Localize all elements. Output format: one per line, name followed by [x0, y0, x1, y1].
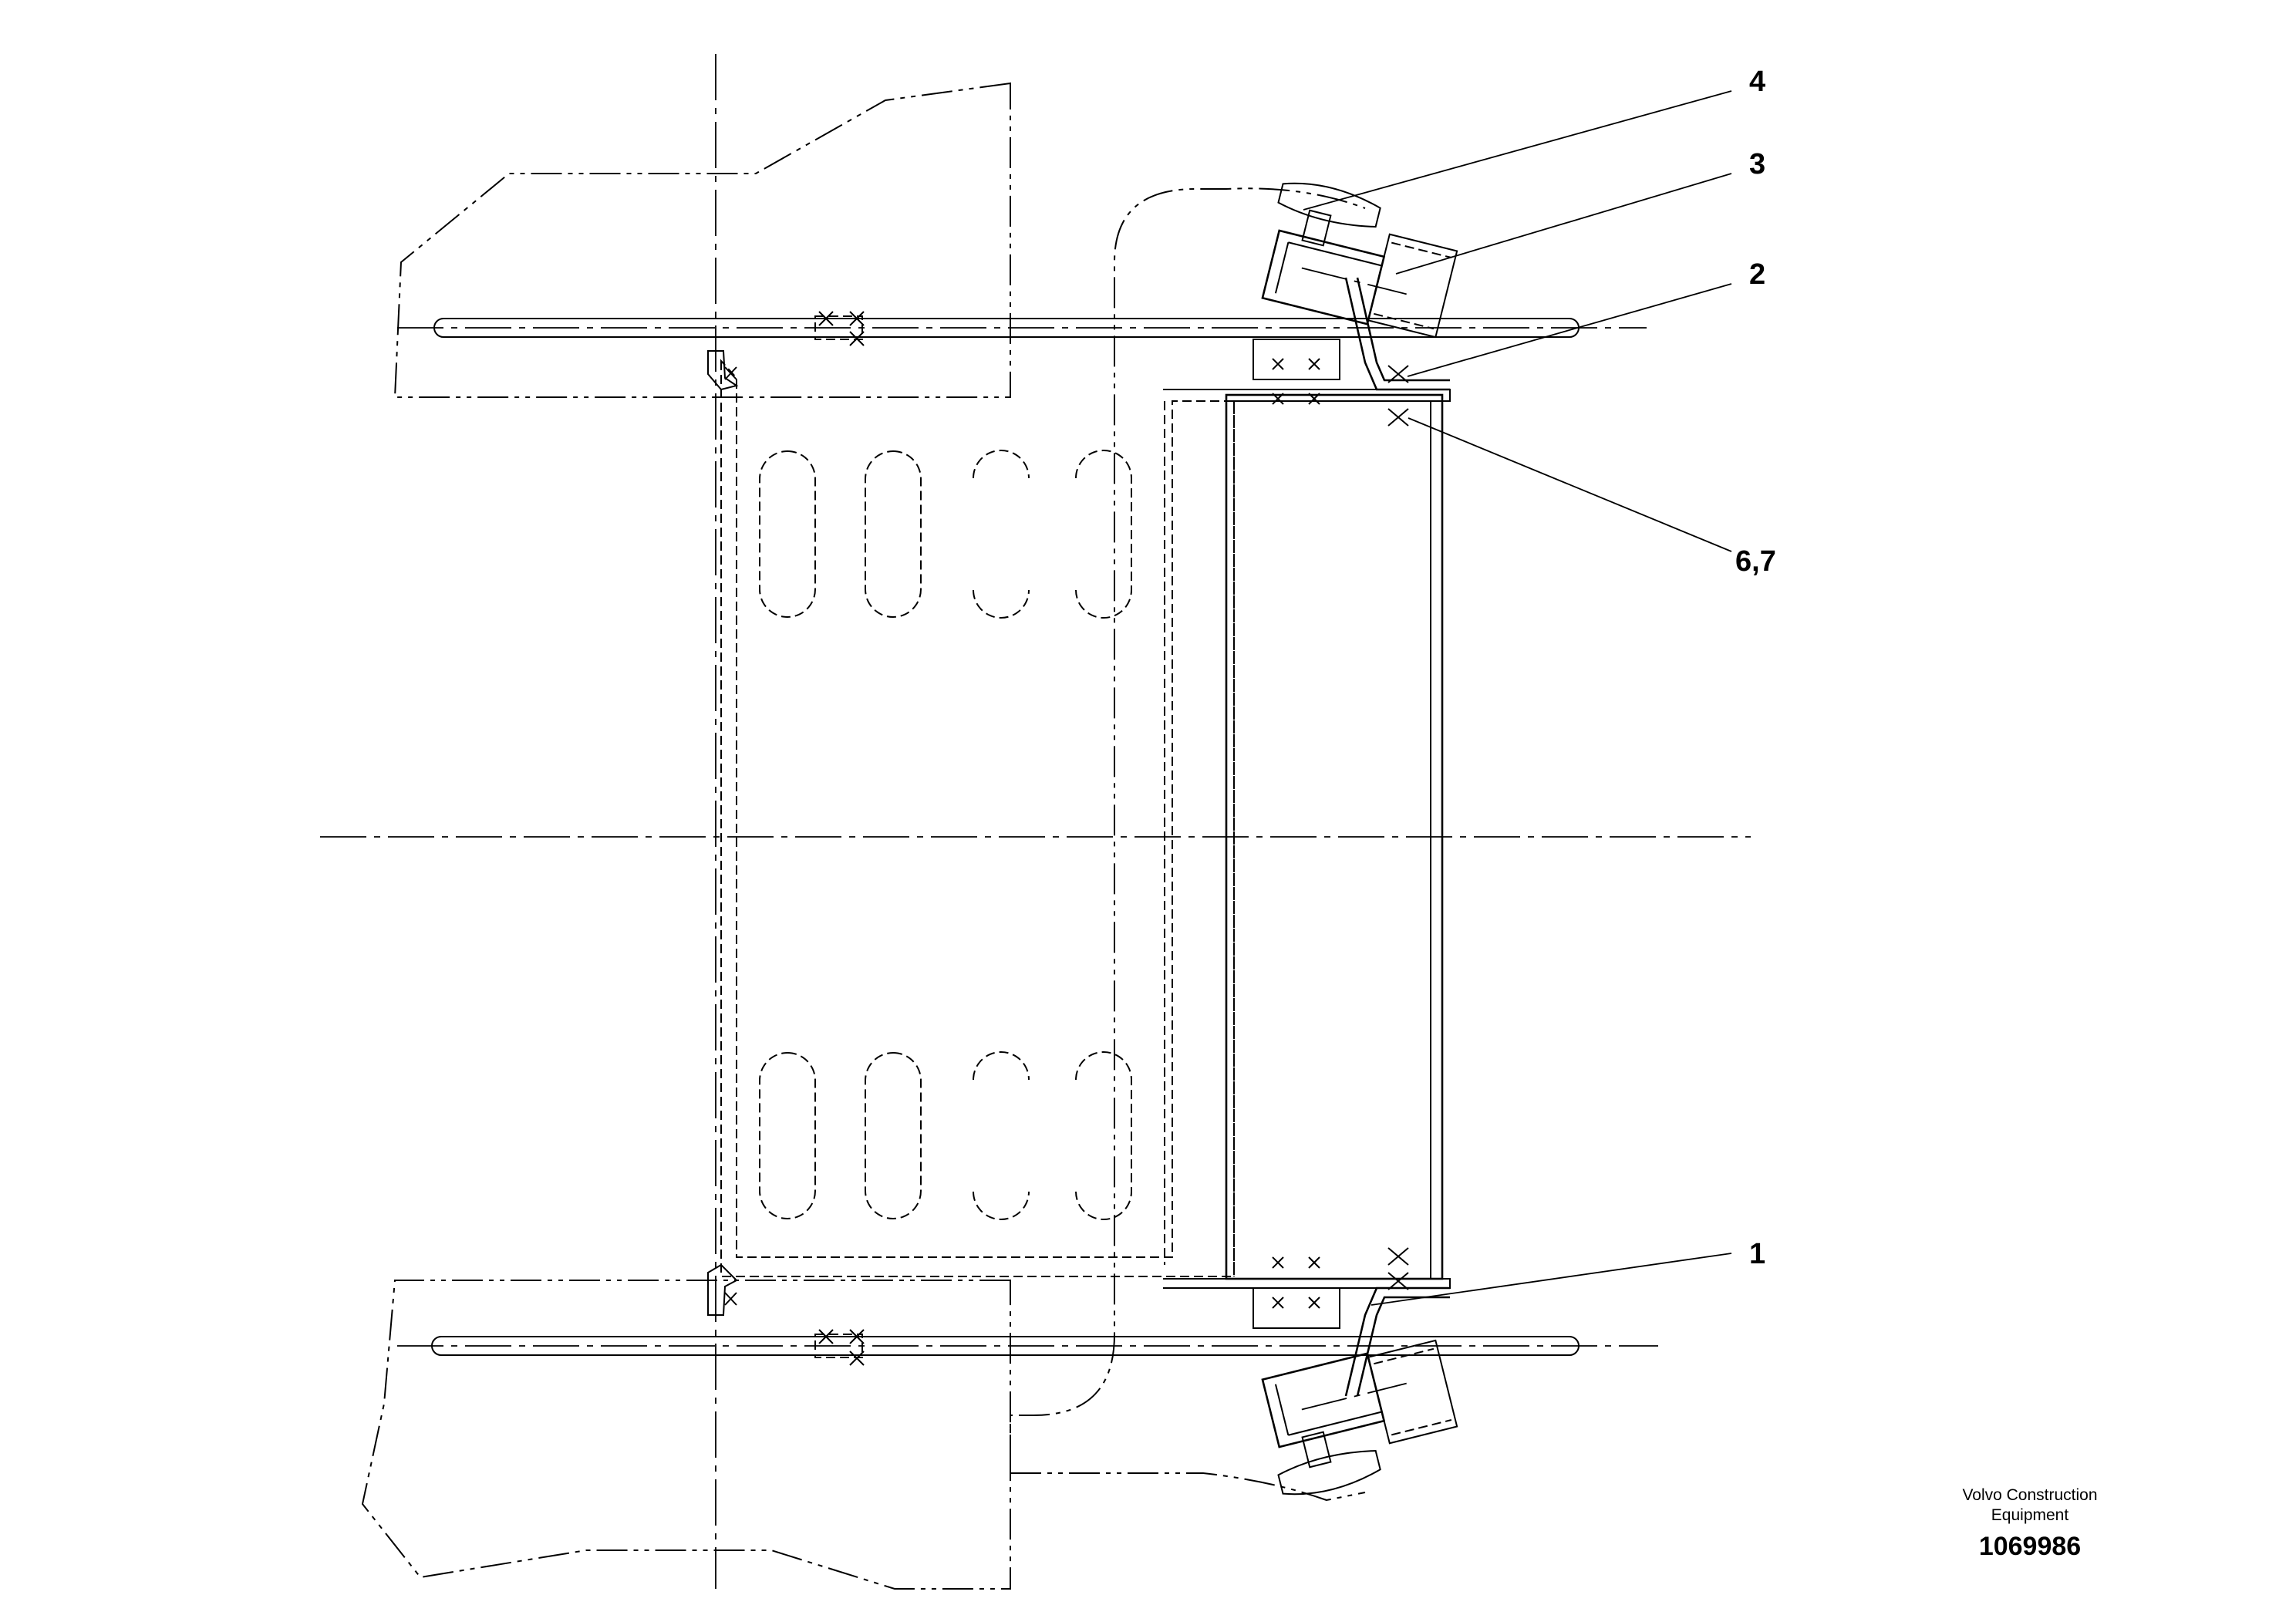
callout-6-7: 6,7	[1735, 545, 1776, 578]
slot-pattern	[759, 450, 1132, 1220]
upper-latch	[1261, 182, 1458, 339]
brand-line-1: Volvo Construction	[1962, 1486, 2097, 1504]
brand-line-2: Equipment	[1991, 1506, 2069, 1524]
callout-3: 3	[1749, 148, 1765, 180]
leader-lines	[1303, 90, 1732, 1306]
machine-frame-outline	[361, 82, 1366, 1590]
title-block: Volvo Construction Equipment 1069986	[1962, 1486, 2097, 1561]
callout-2: 2	[1749, 258, 1765, 291]
callout-labels: 4 3 2 6,7 1	[1735, 66, 1776, 1270]
callout-1: 1	[1749, 1238, 1765, 1270]
pin-rods	[431, 311, 1580, 1366]
centerlines	[320, 54, 1751, 1589]
upper-bracket	[1253, 277, 1450, 427]
document-number: 1069986	[1979, 1532, 2081, 1561]
left-hinge-plates	[707, 350, 739, 1316]
lower-latch	[1261, 1339, 1458, 1496]
callout-4: 4	[1749, 66, 1765, 98]
step-frame	[1163, 389, 1451, 1289]
step-plate	[720, 359, 1235, 1277]
